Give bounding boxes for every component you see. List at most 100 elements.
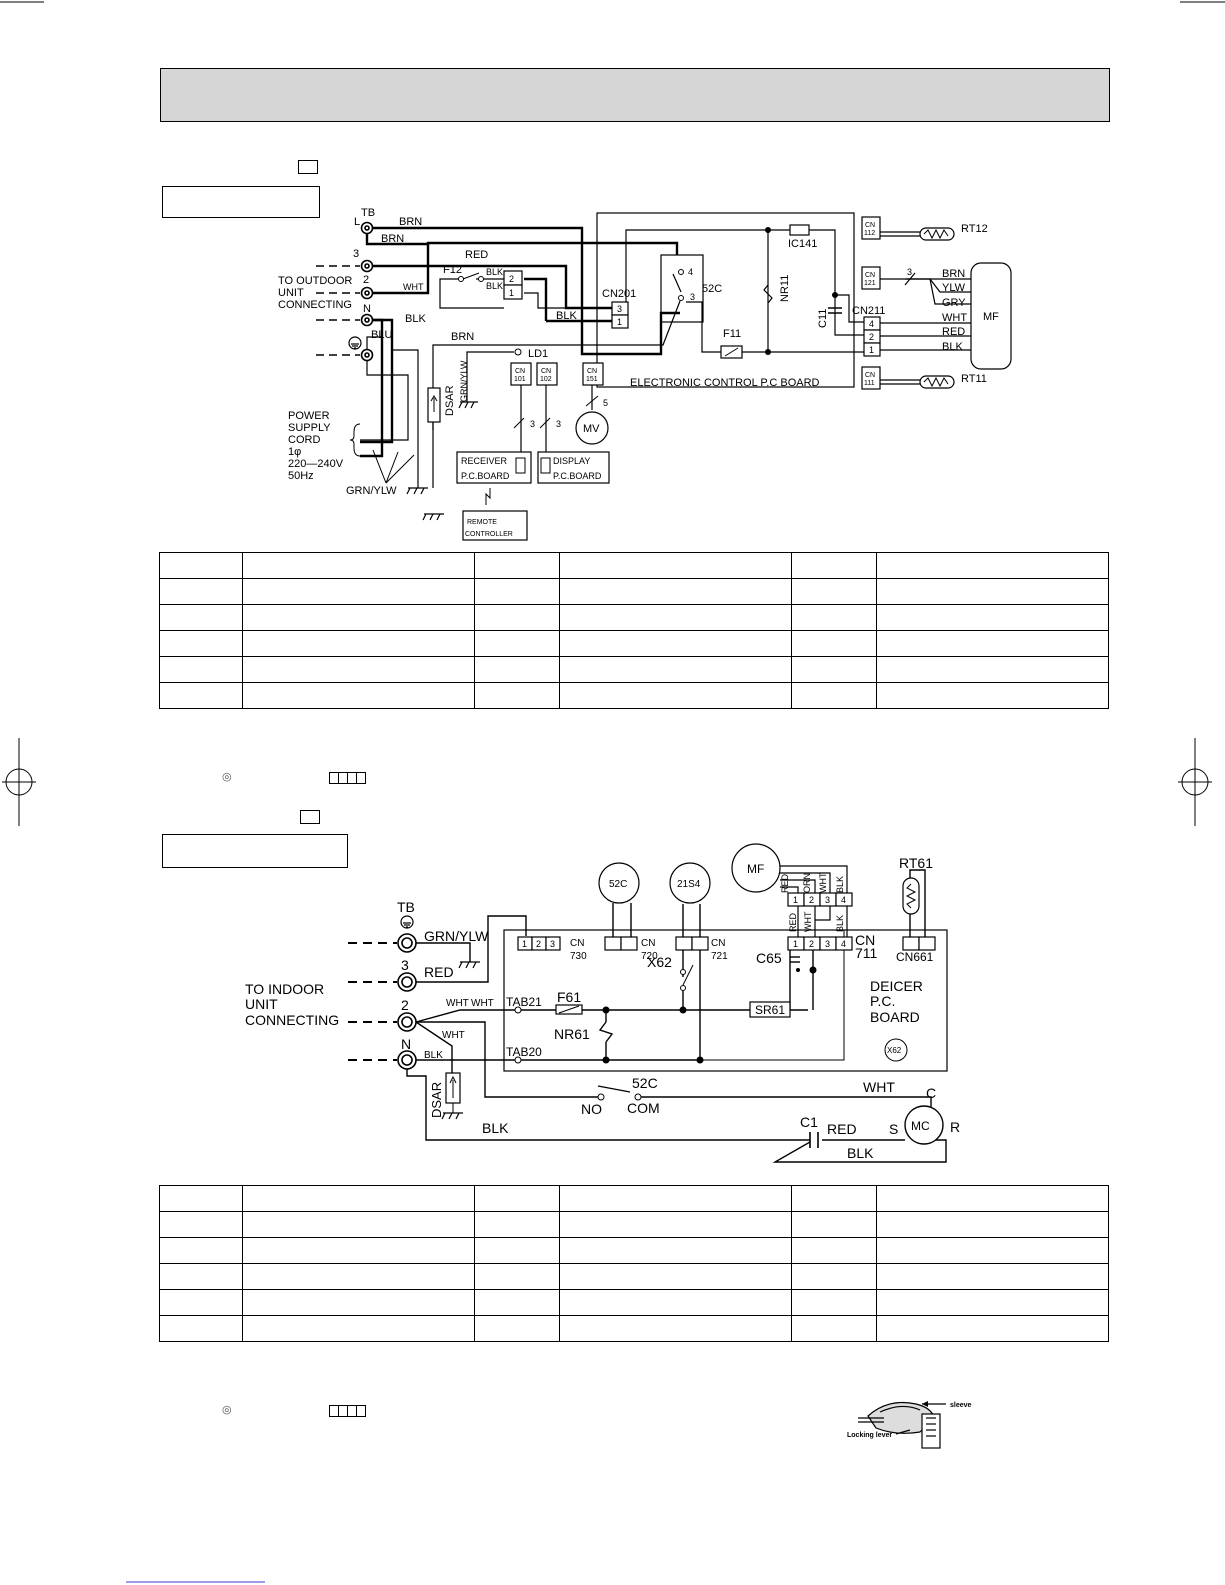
compressor-mc-label: MC (911, 1119, 930, 1133)
wire-blk-label: BLK (835, 915, 845, 932)
c11-label: C11 (817, 309, 829, 328)
wire-brn-label: BRN (399, 216, 422, 228)
wire-wht-label: WHT (818, 872, 828, 893)
wire-wht-label: WHT (403, 282, 424, 292)
capacitor-c1-label: C1 (800, 1114, 818, 1130)
compressor-c-label: C (926, 1085, 936, 1101)
terminal-2-label: 2 (401, 997, 409, 1013)
relay-pin-3: 3 (690, 292, 695, 302)
wire-blu-label: BLU (371, 329, 392, 341)
receiver-label: RECEIVER (461, 456, 508, 466)
cn720-label: CN (641, 938, 655, 949)
check-boxes (329, 772, 366, 784)
compressor-s-label: S (889, 1121, 898, 1137)
cn720-number: 720 (641, 951, 658, 962)
terminal-2-label: 2 (363, 274, 369, 286)
wire-red-label: RED (424, 964, 454, 980)
wire-blk-label: BLK (942, 341, 963, 353)
cn112-label: CN (865, 222, 875, 229)
wire-grn-ylw-label: GRN/YLW (346, 485, 397, 497)
check-boxes-2 (329, 1405, 366, 1417)
indoor-tb-label: TB (361, 207, 375, 219)
deicer-label: DEICER (870, 978, 923, 994)
cn721-label: CN (711, 938, 725, 949)
cn211-label: CN211 (852, 305, 885, 317)
cn730-pin-3: 3 (550, 939, 555, 949)
terminal-n-label: N (401, 1036, 411, 1052)
relay-pin-4: 4 (688, 267, 693, 277)
wire-blk-label: BLK (835, 876, 845, 893)
cn211-pin-2: 2 (869, 332, 874, 342)
cn101-label: CN (515, 368, 525, 375)
note-bullet-icon: ◎ (222, 771, 232, 783)
rt12-label: RT12 (961, 223, 988, 235)
tab20-label: TAB20 (506, 1045, 542, 1059)
display-label: DISPLAY (553, 456, 590, 466)
indoor-parts-table (159, 552, 1109, 709)
rt61-label: RT61 (899, 855, 933, 871)
cn151-label: CN (587, 368, 597, 375)
wire-grn-ylw-label: GRN/YLW (424, 928, 489, 944)
wire-red-label: RED (465, 249, 488, 261)
to-outdoor-label: TO OUTDOOR (278, 275, 352, 287)
valve-21s4-label: 21S4 (677, 879, 701, 890)
phase-label: 1φ (288, 446, 301, 458)
cn711-number: 711 (855, 945, 878, 961)
wire-gry-label: GRY (942, 297, 966, 309)
cn201-label: CN201 (602, 288, 636, 300)
deicer-board-label: BOARD (870, 1009, 920, 1025)
cn101-number: 101 (514, 376, 526, 383)
cn102-label: CN (541, 368, 551, 375)
wire-brn-label: BRN (381, 233, 404, 245)
remote-label: REMOTE (467, 519, 497, 526)
ld1-label: LD1 (528, 348, 548, 360)
ic141-label: IC141 (788, 238, 817, 250)
cn121-number: 121 (864, 280, 876, 287)
wire-count-3: 3 (556, 419, 561, 429)
cn711-top-pin-3: 3 (825, 895, 830, 905)
wire-count-5: 5 (603, 398, 608, 408)
indoor-pcb-outline (596, 212, 855, 388)
cn711-label: CN (855, 932, 875, 948)
fan-motor-mf-label: MF (983, 311, 999, 323)
terminal-n-label: N (363, 303, 371, 315)
unit-label: UNIT (245, 996, 278, 1012)
sleeve-label: sleeve (950, 1402, 972, 1409)
table-row (159, 630, 1109, 657)
cn121-label: CN (865, 272, 875, 279)
x62-relay-label: X62 (647, 954, 672, 970)
no-contact-label: NO (581, 1101, 602, 1117)
wire-wht-label: WHT (863, 1079, 895, 1095)
wire-wht-label: WHT (442, 1030, 465, 1041)
cn112-number: 112 (864, 230, 875, 237)
wire-blk-label: BLK (405, 313, 426, 325)
wire-brn-label: BRN (942, 268, 965, 280)
terminal-l-label: L (354, 216, 360, 228)
terminal-3-label: 3 (401, 957, 409, 973)
nr61-label: NR61 (554, 1026, 590, 1042)
section-header-band (160, 68, 1110, 122)
wire-blk-label: BLK (486, 267, 503, 277)
cn201-pin-1: 1 (617, 317, 622, 327)
receiver-pcb-label: P.C.BOARD (461, 471, 510, 481)
voltage-label: 220—240V (288, 458, 344, 470)
cn711-pin-3: 3 (825, 939, 830, 949)
wire-blk-label: BLK (482, 1120, 509, 1136)
wire-blk-label: BLK (556, 310, 577, 322)
cn730-pin-2: 2 (536, 939, 541, 949)
deicer-pc-label: P.C. (870, 993, 895, 1009)
x62-marker-label: X62 (887, 1046, 902, 1055)
wire-blk-label: BLK (847, 1145, 874, 1161)
table-row (159, 1263, 1109, 1290)
com-contact-label: COM (627, 1100, 660, 1116)
wire-red-label: RED (942, 326, 965, 338)
wire-wht-label: WHT (803, 911, 813, 932)
model-code-box (298, 160, 318, 174)
cn211-pin-4: 4 (869, 319, 874, 329)
outdoor-fan-mf-label: MF (747, 862, 764, 876)
cn151-number: 151 (586, 376, 598, 383)
wire-wht-label: WHT (446, 998, 469, 1009)
table-row (159, 1185, 1109, 1212)
